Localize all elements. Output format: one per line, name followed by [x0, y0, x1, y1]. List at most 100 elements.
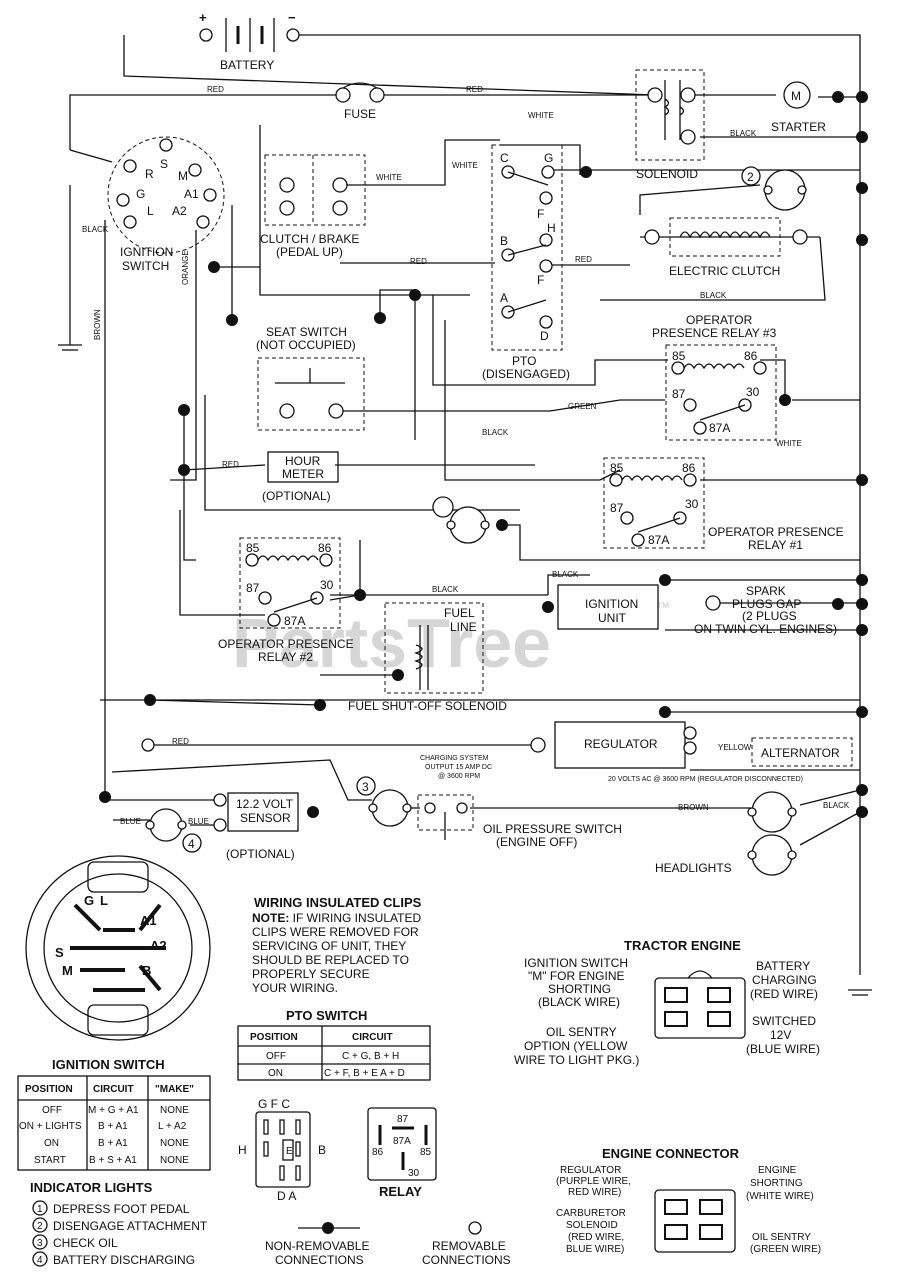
indicator-num: 4 — [37, 1255, 43, 1266]
ign-cell: M + G + A1 — [88, 1105, 139, 1116]
ign-cell: B + S + A1 — [89, 1155, 137, 1166]
regulator: REGULATOR CHARGING SYSTEM OUTPUT 15 AMP … — [420, 721, 697, 780]
ign-cell: START — [34, 1155, 66, 1166]
pto-face-bottom: D A — [277, 1189, 296, 1203]
connection-legend: NON-REMOVABLE CONNECTIONS REMOVABLE CONN… — [265, 1221, 511, 1267]
ec-reg-1: REGULATOR — [560, 1165, 621, 1176]
wire-label-red-1: RED — [207, 85, 224, 94]
charging-label-1: CHARGING SYSTEM — [420, 755, 489, 762]
pto-switch: C G F B H F A D PTO (DISENGAGED) — [482, 144, 570, 381]
ign-pin-a2: A2 — [172, 204, 187, 218]
ec-reg-3: RED WIRE) — [568, 1187, 621, 1198]
ign-pin-s: S — [160, 157, 168, 171]
pto-pin-h: H — [547, 221, 556, 235]
table-row: ON C + F, B + E A + D — [268, 1068, 405, 1079]
indicator-text: CHECK OIL — [53, 1236, 118, 1250]
pto-pin-b: B — [500, 234, 508, 248]
indicator-2-number: 2 — [747, 170, 754, 184]
trademark: ™ — [656, 599, 670, 615]
wire-label-brown: BROWN — [678, 803, 709, 812]
alternator: ALTERNATOR 20 VOLTS AC @ 3600 RPM (REGUL… — [608, 737, 853, 783]
ign-th-position: POSITION — [25, 1084, 73, 1095]
oil-switch-label-2: (ENGINE OFF) — [496, 835, 577, 849]
table-row: OFF M + G + A1 NONE — [42, 1105, 189, 1116]
r3-pin-85: 85 — [672, 349, 686, 363]
volt-sensor: 12.2 VOLT SENSOR (OPTIONAL) — [213, 792, 299, 861]
ign-unit-label-2: UNIT — [598, 611, 627, 625]
ign-th-make: "MAKE" — [155, 1084, 194, 1095]
electric-clutch-label: ELECTRIC CLUTCH — [669, 264, 780, 278]
charging-label-3: @ 3600 RPM — [438, 773, 480, 780]
hour-meter-optional: (OPTIONAL) — [262, 489, 331, 503]
oil-pressure-switch: 3 OIL PRESSURE SWITCH (ENGINE OFF) — [356, 776, 622, 849]
te-sw-1: SWITCHED — [752, 1014, 816, 1028]
clips-line: YOUR WIRING. — [252, 981, 338, 995]
indicator-3-number: 3 — [362, 780, 369, 794]
table-row: START B + S + A1 NONE — [34, 1155, 189, 1166]
wire-label-red-4: RED — [575, 255, 592, 264]
wire-label-black-5: BLACK — [432, 585, 459, 594]
relay-face-85: 85 — [420, 1147, 432, 1158]
ign-pin-r: R — [145, 167, 154, 181]
indicator-text: DEPRESS FOOT PEDAL — [53, 1202, 190, 1216]
pto-label-1: PTO — [512, 354, 536, 368]
ec-oil-2: (GREEN WIRE) — [750, 1244, 821, 1255]
operator-presence-relay-3: 85 86 87 30 87A OPERATOR PRESENCE RELAY … — [652, 313, 777, 441]
relay-face: 87 87A 86 85 30 RELAY — [367, 1107, 437, 1199]
opr3-label-2: PRESENCE RELAY #3 — [652, 326, 777, 340]
pto-cell: OFF — [266, 1051, 286, 1062]
r2-pin-30: 30 — [320, 578, 334, 592]
headlights: HEADLIGHTS — [655, 791, 797, 876]
r1-pin-87: 87 — [610, 501, 624, 515]
sensor-label-1: 12.2 VOLT — [236, 797, 294, 811]
clips-line: SHOULD BE REPLACED TO — [252, 953, 409, 967]
table-row: ON B + A1 NONE — [44, 1138, 189, 1149]
ign-cell: ON — [44, 1138, 59, 1149]
tractor-engine-title: TRACTOR ENGINE — [624, 938, 741, 953]
indicator-lamp-4: 4 — [145, 808, 202, 853]
spark-label-2: PLUGS GAP — [732, 597, 801, 611]
wire-labels: RED RED WHITE WHITE WHITE BLACK BLACK RE… — [82, 85, 850, 826]
engine-connector-title: ENGINE CONNECTOR — [602, 1146, 740, 1161]
relay-face-87: 87 — [397, 1114, 409, 1125]
ignition-switch: S R M G A1 L A2 IGNITION SWITCH — [107, 136, 225, 273]
spark-label-1: SPARK — [746, 584, 786, 598]
solenoid-label: SOLENOID — [636, 167, 698, 181]
wire-label-green: GREEN — [568, 402, 597, 411]
wire-label-brown-2: BROWN — [93, 309, 102, 340]
ec-carb-3: (RED WIRE, — [568, 1232, 624, 1243]
wire-label-white-3: WHITE — [376, 173, 402, 182]
indicator-num: 3 — [37, 1238, 43, 1249]
seat-label-2: (NOT OCCUPIED) — [256, 338, 356, 352]
pto-pin-f: F — [537, 207, 544, 221]
removable-connections — [141, 738, 155, 752]
fuse-label: FUSE — [344, 107, 376, 121]
hour-meter-label-1: HOUR — [285, 454, 321, 468]
table-row: OFF C + G, B + H — [266, 1051, 399, 1062]
opr2-label-1: OPERATOR PRESENCE — [218, 637, 354, 651]
te-ign-3: SHORTING — [548, 982, 611, 996]
relay-face-86: 86 — [372, 1147, 384, 1158]
wire-label-black-7: BLACK — [823, 801, 850, 810]
wire-label-white-1: WHITE — [528, 111, 554, 120]
list-item: 4 BATTERY DISCHARGING — [32, 1251, 195, 1267]
svg-text:NOTE: IF WIRING INSULATED: NOTE: IF WIRING INSULATED — [252, 911, 421, 925]
wire-label-red-6: RED — [172, 737, 189, 746]
clips-line: CLIPS WERE REMOVED FOR — [252, 925, 419, 939]
indicator-text: DISENGAGE ATTACHMENT — [53, 1219, 208, 1233]
face-label-a2: A2 — [150, 938, 167, 953]
ec-oil-1: OIL SENTRY — [752, 1232, 811, 1243]
pto-pin-f2: F — [537, 273, 544, 287]
relay-face-title: RELAY — [379, 1184, 422, 1199]
spark-label-4: ON TWIN CYL. ENGINES) — [694, 622, 837, 636]
ec-sh-3: (WHITE WIRE) — [746, 1191, 814, 1202]
table-row: ON + LIGHTS B + A1 L + A2 — [19, 1121, 187, 1132]
opr1-label-2: RELAY #1 — [748, 538, 803, 552]
wire-label-white-4: WHITE — [776, 439, 802, 448]
pto-face-center: E — [286, 1146, 293, 1157]
r3-pin-86: 86 — [744, 349, 758, 363]
wire-label-white-2: WHITE — [452, 161, 478, 170]
clips-line: IF WIRING INSULATED — [289, 911, 421, 925]
r2-pin-85: 85 — [246, 541, 260, 555]
